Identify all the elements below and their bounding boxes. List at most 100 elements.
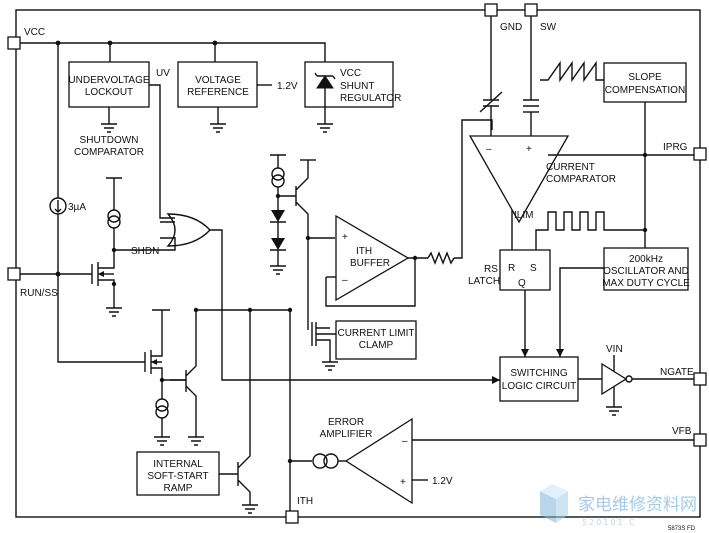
ea-minus: – bbox=[402, 436, 408, 447]
uvlo-ground-icon bbox=[101, 123, 117, 133]
clock-to-latch-wire bbox=[535, 229, 540, 250]
error-amp-label-1: ERROR bbox=[328, 417, 364, 428]
vref-label-1: VOLTAGE bbox=[195, 75, 241, 86]
vin-label: VIN bbox=[606, 344, 623, 355]
softstart-label-3: RAMP bbox=[164, 483, 193, 494]
softstart-label-2: SOFT-START bbox=[147, 471, 208, 482]
ith-buffer-label-2: BUFFER bbox=[350, 258, 390, 269]
shutdown-transistor-icon bbox=[91, 250, 117, 298]
current-source-3ua-icon bbox=[49, 197, 67, 215]
current-source-label: 3µA bbox=[68, 202, 86, 213]
latch-r-label: R bbox=[508, 263, 515, 274]
vfb-pin-label: VFB bbox=[672, 426, 692, 437]
current-source-wire bbox=[57, 214, 145, 363]
clock-waveform-icon bbox=[540, 211, 645, 231]
vref-ground-icon bbox=[210, 123, 226, 133]
shunt-label-3: REGULATOR bbox=[340, 93, 401, 104]
slope-label-1: SLOPE bbox=[628, 72, 662, 83]
ith-buffer-plus: + bbox=[342, 232, 348, 243]
osc-to-logic-wire bbox=[559, 267, 604, 357]
current-comp-plus: + bbox=[526, 144, 532, 155]
slope-compensation-block bbox=[603, 62, 687, 103]
uv-signal-wire bbox=[149, 84, 175, 219]
vcc-pin[interactable] bbox=[7, 36, 21, 50]
error-amp-label-2: AMPLIFIER bbox=[320, 429, 373, 440]
ic-outline bbox=[15, 9, 701, 518]
vcc-rail bbox=[20, 40, 326, 198]
softstart-nmos-icon bbox=[144, 309, 186, 383]
softstart-label-1: INTERNAL bbox=[153, 459, 203, 470]
ith-buffer-amplifier bbox=[335, 214, 410, 302]
switching-logic-label-2: LOGIC CIRCUIT bbox=[502, 381, 576, 392]
shdn-wire bbox=[114, 237, 176, 251]
shutdown-ground-icon bbox=[106, 298, 122, 317]
slope-label-2: COMPENSATION bbox=[605, 85, 685, 96]
ith-pin[interactable] bbox=[285, 510, 299, 524]
or-gate-output-wire bbox=[210, 229, 500, 381]
osc-label-1: 200kHz bbox=[629, 254, 663, 265]
ilim-label: ILIM bbox=[514, 210, 533, 221]
vref-output-label: 1.2V bbox=[277, 81, 298, 92]
ngate-pin[interactable] bbox=[693, 372, 707, 386]
gnd-pin-label: GND bbox=[500, 22, 522, 33]
ea-plus: + bbox=[400, 477, 406, 488]
sw-pin-label: SW bbox=[540, 22, 557, 33]
diode-stack-icon bbox=[270, 154, 286, 275]
run-ss-pin-label: RUN/SS bbox=[20, 288, 58, 299]
osc-label-2: OSCILLATOR AND bbox=[603, 266, 689, 277]
comparator-input-wires bbox=[490, 130, 532, 136]
switching-logic-label-1: SWITCHING bbox=[510, 368, 567, 379]
zener-diode-icon bbox=[314, 72, 336, 133]
resistor-icon bbox=[427, 251, 455, 265]
osc-label-3: MAX DUTY CYCLE bbox=[602, 278, 690, 289]
buffer-feedback-wire bbox=[325, 258, 416, 307]
current-comp-label-2: COMPARATOR bbox=[546, 174, 616, 185]
shutdown-comparator-label-2: COMPARATOR bbox=[74, 147, 144, 158]
rs-latch-label-1: RS bbox=[484, 264, 498, 275]
rs-latch-label-2: LATCH bbox=[468, 276, 500, 287]
watermark-title: 家电维修资料网 bbox=[578, 495, 697, 515]
run-ss-junction bbox=[55, 271, 61, 277]
oscillator-block bbox=[603, 247, 689, 291]
figure-code: 5873S FD bbox=[668, 526, 696, 532]
ith-buffer-label-1: ITH bbox=[356, 246, 372, 257]
current-limit-label-1: CURRENT LIMIT bbox=[337, 328, 414, 339]
current-comp-minus: – bbox=[486, 144, 492, 155]
run-ss-pin[interactable] bbox=[7, 267, 21, 281]
uvlo-label-1: UNDERVOLTAGE bbox=[68, 75, 149, 86]
gnd-pin[interactable] bbox=[484, 3, 498, 17]
softstart-transistor-icon bbox=[237, 307, 258, 514]
uvlo-label-2: LOCKOUT bbox=[85, 87, 133, 98]
resistor-to-comparator-wire bbox=[454, 119, 493, 259]
ith-buffer-minus: – bbox=[342, 275, 348, 286]
ota-symbol-icon bbox=[312, 453, 339, 469]
internal-softstart-ramp-block bbox=[136, 451, 220, 496]
current-comp-label-1: CURRENT bbox=[546, 162, 595, 173]
uv-label: UV bbox=[156, 68, 170, 79]
error-amplifier bbox=[344, 417, 413, 505]
shunt-label-1: VCC bbox=[340, 68, 361, 79]
current-limit-clamp-block bbox=[335, 320, 417, 360]
iprg-pin[interactable] bbox=[693, 147, 707, 161]
sawtooth-waveform-icon bbox=[540, 60, 604, 83]
vcc-pin-label: VCC bbox=[24, 27, 45, 38]
ngate-pin-label: NGATE bbox=[660, 367, 694, 378]
vref-label-2: REFERENCE bbox=[187, 87, 249, 98]
sw-pin[interactable] bbox=[524, 3, 538, 17]
ith-pin-label: ITH bbox=[297, 496, 313, 507]
sense-capacitor-icon bbox=[523, 99, 539, 130]
vfb-pin[interactable] bbox=[693, 433, 707, 447]
variable-capacitor-icon bbox=[479, 91, 503, 130]
shutdown-current-source-icon bbox=[106, 177, 122, 250]
ea-ref-label: 1.2V bbox=[432, 476, 453, 487]
current-limit-label-2: CLAMP bbox=[359, 340, 394, 351]
latch-q-label: Q bbox=[518, 278, 526, 289]
current-comparator bbox=[468, 135, 570, 224]
shutdown-comparator-label-1: SHUTDOWN bbox=[80, 135, 139, 146]
clamp-pnp-icon bbox=[278, 159, 335, 241]
shunt-label-2: SHUNT bbox=[340, 81, 374, 92]
softstart-pnp-icon bbox=[170, 307, 290, 437]
switching-logic-block bbox=[499, 356, 579, 402]
clamp-nmos-icon bbox=[307, 310, 338, 371]
